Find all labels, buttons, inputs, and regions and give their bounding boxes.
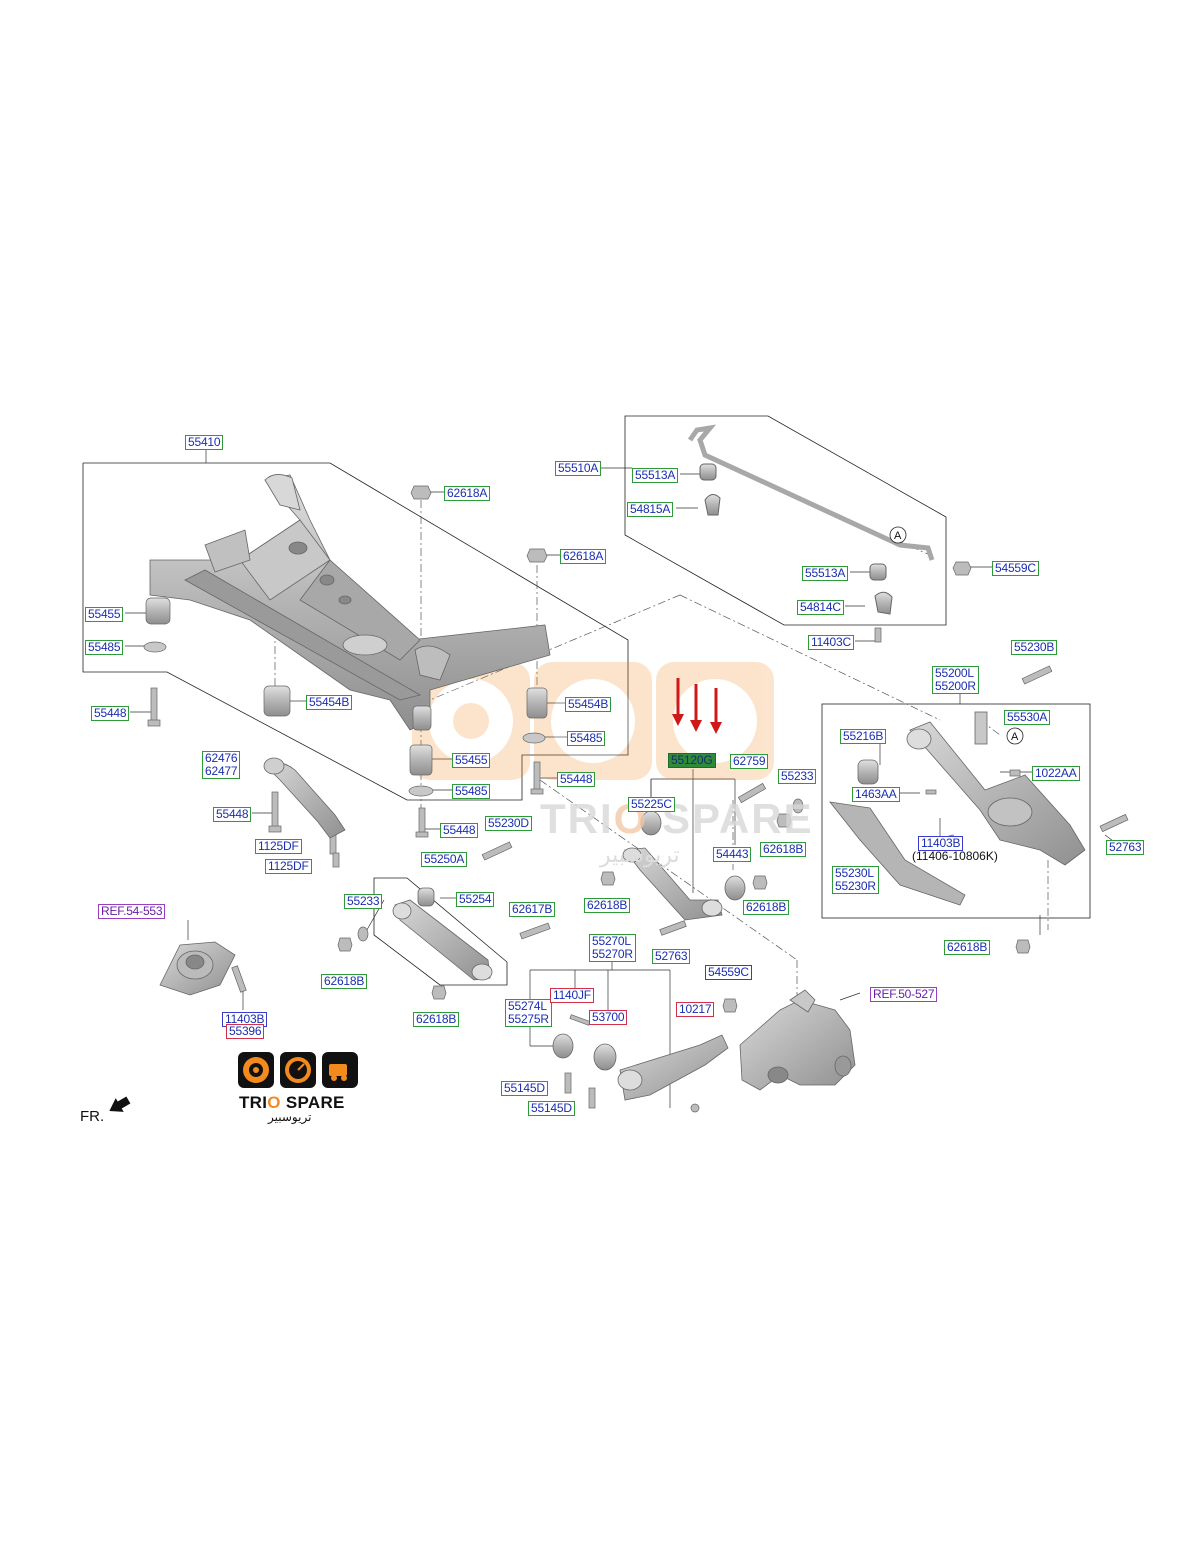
part-label[interactable]: 62618B (584, 898, 631, 913)
part-label[interactable]: 55448 (440, 823, 479, 838)
part-label[interactable]: 1125DF (255, 839, 302, 854)
part-label[interactable]: 11403C (808, 635, 854, 650)
fasteners (147, 485, 1129, 1113)
part-label[interactable]: 62618B (760, 842, 807, 857)
leader-lines (125, 449, 1121, 1108)
part-label[interactable]: 54814C (797, 600, 844, 615)
subframe-part (149, 474, 551, 731)
part-label[interactable]: 55233 (778, 769, 817, 784)
part-label[interactable]: 1463AA (852, 787, 900, 802)
ref-label[interactable]: REF.50-527 (870, 987, 938, 1002)
part-label[interactable]: 11403B (918, 836, 964, 851)
part-label[interactable]: 52763 (1106, 840, 1145, 855)
ref-label[interactable]: REF.54-553 (98, 904, 166, 919)
part-label[interactable]: 55485 (452, 784, 491, 799)
logo-arabic-text: تريوسبير (268, 1110, 312, 1124)
part-label[interactable]: 54443 (713, 847, 752, 862)
trio-spare-logo (238, 1052, 358, 1088)
part-label[interactable]: 62618A (560, 549, 607, 564)
part-label[interactable]: 62618A (444, 486, 491, 501)
group-boxes (82, 415, 1091, 986)
part-label[interactable]: 55530A (1004, 710, 1051, 725)
circle-markers (889, 526, 1024, 745)
watermark-arabic: تريوسبير (600, 843, 680, 868)
part-label[interactable]: 62618B (321, 974, 368, 989)
part-label[interactable]: 55145D (501, 1081, 548, 1096)
part-label[interactable]: 10217 (676, 1002, 715, 1017)
part-number-note: (11406-10806K) (912, 849, 998, 863)
part-label[interactable]: 55513A (802, 566, 849, 581)
part-label[interactable]: 55230L 55230R (832, 866, 879, 894)
part-label[interactable]: 55455 (452, 753, 491, 768)
part-label[interactable]: 55410 (185, 435, 224, 450)
part-label[interactable]: 55513A (632, 468, 679, 483)
part-label[interactable]: 55230D (485, 816, 532, 831)
watermark-brand: TRIO SPARE (540, 795, 814, 842)
knuckle-part (739, 989, 856, 1091)
part-label[interactable]: 54559C (992, 561, 1039, 576)
part-label[interactable]: 1022AA (1032, 766, 1080, 781)
control-arms (263, 757, 746, 1101)
part-label[interactable]: 1140JF (550, 988, 594, 1003)
part-label[interactable]: 55454B (306, 695, 353, 710)
fr-arrow-icon (109, 1096, 131, 1112)
part-label[interactable]: 52763 (652, 949, 691, 964)
part-label[interactable]: 55200L 55200R (932, 666, 979, 694)
part-label[interactable]: 55485 (85, 640, 124, 655)
part-label[interactable]: 55270L 55270R (589, 934, 636, 962)
part-label[interactable]: 62617B (509, 902, 556, 917)
highlighted-part-label[interactable]: 55120G (668, 753, 716, 768)
spring-mount-part (159, 941, 236, 996)
red-arrows (672, 678, 722, 734)
part-label[interactable]: 55216B (840, 729, 887, 744)
circle-a-label: A (1011, 731, 1019, 743)
part-label[interactable]: 62618B (944, 940, 991, 955)
part-label[interactable]: 55396 (226, 1024, 265, 1039)
part-label[interactable]: 55455 (85, 607, 124, 622)
part-label[interactable]: 55448 (213, 807, 252, 822)
bushings (143, 597, 548, 797)
lower-arm-part (829, 711, 1086, 906)
part-label[interactable]: 55230B (1011, 640, 1058, 655)
part-label[interactable]: 62759 (730, 754, 769, 769)
circle-a-label: A (894, 530, 902, 542)
part-label[interactable]: 55485 (567, 731, 606, 746)
part-label[interactable]: 55510A (555, 461, 602, 476)
part-label[interactable]: 55233 (344, 894, 383, 909)
part-label[interactable]: 1125DF (265, 859, 312, 874)
part-label[interactable]: 62476 62477 (202, 751, 241, 779)
part-label[interactable]: 55448 (91, 706, 130, 721)
part-label[interactable]: 62618B (413, 1012, 460, 1027)
part-label[interactable]: 55225C (628, 797, 675, 812)
part-label[interactable]: 55254 (456, 892, 495, 907)
part-label[interactable]: 55145D (528, 1101, 575, 1116)
part-label[interactable]: 55454B (565, 697, 612, 712)
part-label[interactable]: 55448 (557, 772, 596, 787)
part-label[interactable]: 55274L 55275R (505, 999, 552, 1027)
part-label[interactable]: 53700 (589, 1010, 628, 1025)
part-label[interactable]: 62618B (743, 900, 790, 915)
part-label[interactable]: 54815A (627, 502, 674, 517)
front-direction-label: FR. (80, 1108, 105, 1125)
logo-brand-text: TRIO SPARE (239, 1093, 345, 1112)
part-label[interactable]: 54559C (705, 965, 752, 980)
part-label[interactable]: 55250A (421, 852, 468, 867)
stabilizer-bar (687, 424, 935, 615)
